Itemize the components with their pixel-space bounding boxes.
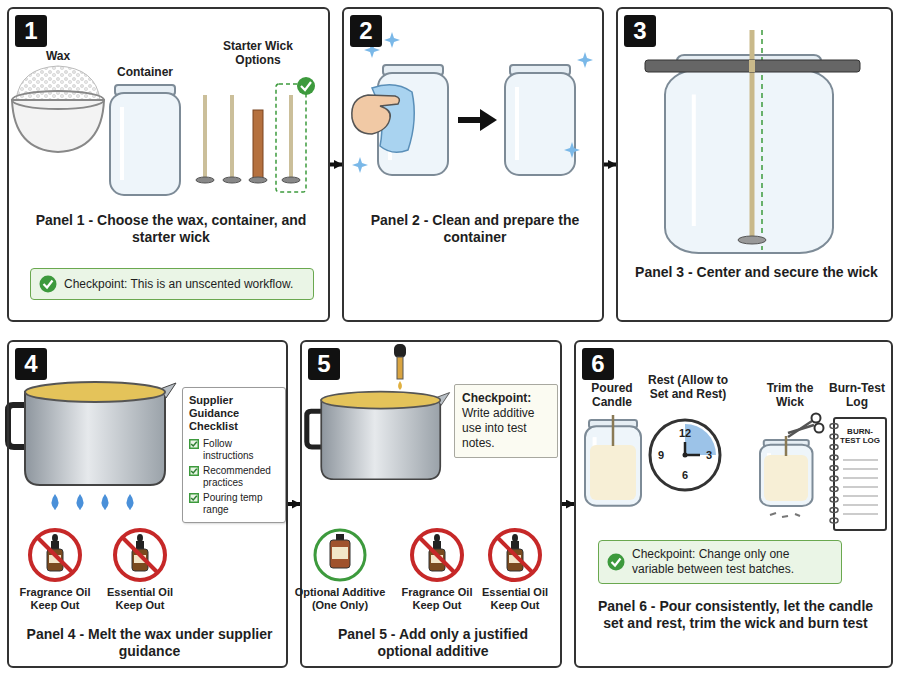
checklist-item: Pouring temp range <box>203 492 279 516</box>
panel-caption: Panel 4 - Melt the wax under supplier gu… <box>17 626 282 660</box>
checklist-row: Recommended practices <box>189 465 279 489</box>
panel-caption: Panel 2 - Clean and prepare the containe… <box>354 212 596 246</box>
step-number-text: 2 <box>359 19 372 43</box>
checklist-item: Recommended practices <box>203 465 279 489</box>
step-number-text: 1 <box>24 19 37 43</box>
part-label: Burn-Test Log <box>824 382 890 410</box>
checkbox-icon <box>189 493 199 503</box>
checkbox-icon <box>189 466 199 476</box>
part-label: Essential Oil Keep Out <box>477 586 553 611</box>
panel-caption: Panel 6 - Pour consistently, let the can… <box>590 598 881 632</box>
part-label: Poured Candle <box>577 382 647 410</box>
clock-number: 6 <box>678 469 692 482</box>
flow-arrow <box>288 502 300 506</box>
part-label: Wax <box>28 50 88 64</box>
clock-number: 3 <box>702 449 716 462</box>
step-panel: Panel 2 - Clean and prepare the containe… <box>342 7 604 322</box>
check-icon <box>607 553 625 571</box>
note-card: Checkpoint:Write additive use into test … <box>454 384 558 458</box>
flow-arrow <box>562 502 574 506</box>
checklist-row: Pouring temp range <box>189 492 279 516</box>
step-panel: Panel 5 - Add only a justified optional … <box>300 340 562 668</box>
step-number-text: 5 <box>317 352 330 376</box>
flow-arrow <box>330 163 342 167</box>
flow-arrow <box>604 163 616 167</box>
step-number: 6 <box>582 348 614 380</box>
part-label: Optional Additive (One Only) <box>294 586 386 611</box>
checklist-item: Follow instructions <box>203 438 279 462</box>
step-number-text: 3 <box>633 19 646 43</box>
note-text: Checkpoint: <box>462 391 550 406</box>
step-number: 2 <box>350 15 382 47</box>
checklist-row: Follow instructions <box>189 438 279 462</box>
step-number: 3 <box>624 15 656 47</box>
check-icon <box>39 275 57 293</box>
part-label: Trim the Wick <box>755 382 825 410</box>
clock-number: 12 <box>675 427 695 440</box>
panel-caption: Panel 3 - Center and secure the wick <box>630 264 883 281</box>
part-label: Container <box>105 66 185 80</box>
part-label: Fragrance Oil Keep Out <box>14 586 96 611</box>
step-number-text: 6 <box>591 352 604 376</box>
part-label: Essential Oil Keep Out <box>99 586 181 611</box>
panel-caption: Panel 5 - Add only a justified optional … <box>310 626 556 660</box>
step-number: 1 <box>15 15 47 47</box>
clock-number: 9 <box>654 449 668 462</box>
step-panel: Panel 4 - Melt the wax under supplier gu… <box>7 340 288 668</box>
checkpoint-text: Checkpoint: This is an unscented workflo… <box>64 277 293 292</box>
checkpoint-text: Checkpoint: Change only one variable bet… <box>632 547 833 577</box>
step-number: 4 <box>15 348 47 380</box>
step-number-text: 4 <box>24 352 37 376</box>
part-label: Starter Wick Options <box>208 40 308 68</box>
part-label: Rest (Allow to Set and Rest) <box>640 374 736 402</box>
checkbox-icon <box>189 439 199 449</box>
part-label: Fragrance Oil Keep Out <box>399 586 475 611</box>
step-panel: Panel 3 - Center and secure the wick 3 <box>616 7 893 322</box>
checklist-box: Supplier Guidance ChecklistFollow instru… <box>182 387 286 523</box>
note-text: Write additive use into test notes. <box>462 406 550 451</box>
checkpoint-box: Checkpoint: Change only one variable bet… <box>598 540 842 584</box>
checklist-heading: Supplier Guidance Checklist <box>189 394 279 434</box>
checkpoint-box: Checkpoint: This is an unscented workflo… <box>30 268 314 300</box>
step-number: 5 <box>308 348 340 380</box>
part-label: BURN-TEST LOG <box>837 427 883 445</box>
panel-caption: Panel 1 - Choose the wax, container, and… <box>22 212 320 246</box>
